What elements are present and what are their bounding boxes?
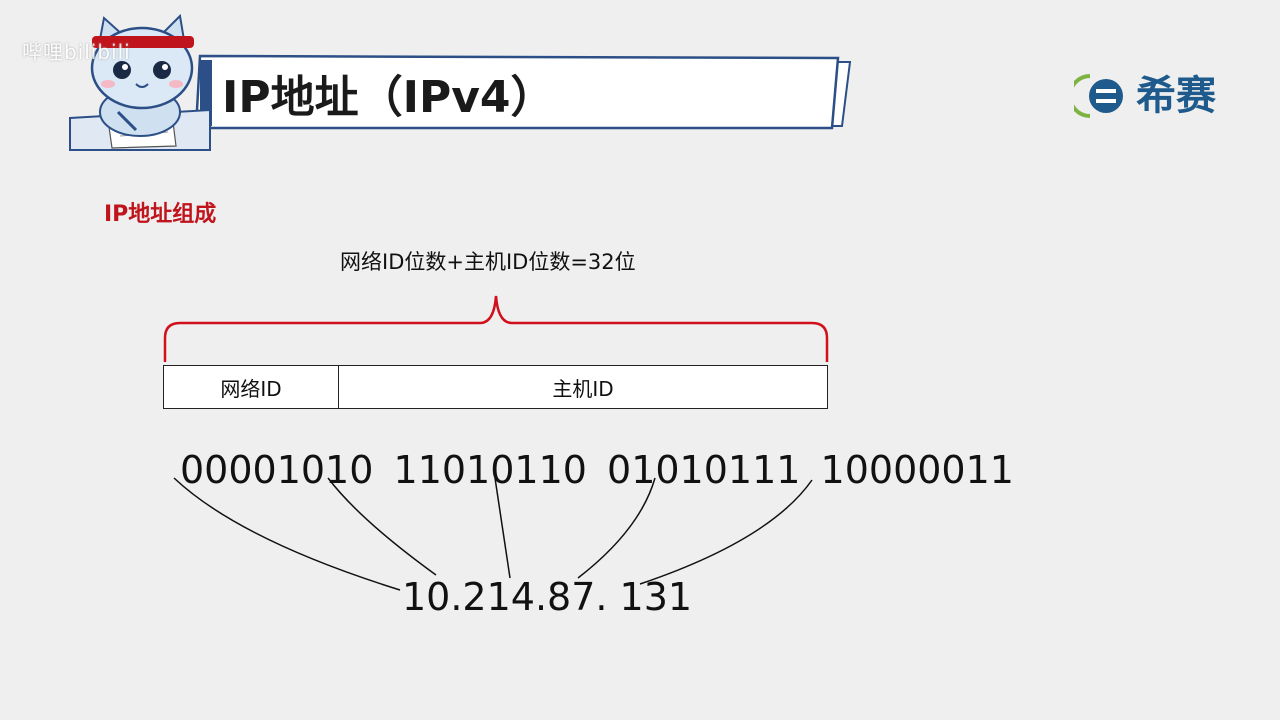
connector-3 [494,477,511,579]
binary-octet: 00001010 [180,448,374,492]
binary-octet: 01010111 [607,448,801,492]
connector-5 [639,479,813,585]
logo-text: 希赛 [1136,73,1216,119]
section-heading: IP地址组成 [104,202,217,227]
connector-2 [327,477,437,576]
watermark: 哔哩bilibili [22,40,131,64]
curly-brace [163,295,829,362]
xisai-logo-icon [1074,74,1123,118]
binary-octet: 11010110 [393,448,587,492]
host-id-cell: 主机ID [552,376,614,401]
binary-address: 00001010 11010110 01010111 10000011 [180,448,1022,492]
network-id-cell: 网络ID [164,366,339,408]
connector-1 [173,477,401,591]
ip-structure-table: 网络ID 主机ID [163,365,828,409]
page-title: IP地址（IPv4） [222,72,555,123]
decimal-address: 10.214.87. 131 [402,575,693,619]
cat-mascot-icon [90,13,194,137]
connector-4 [577,477,656,579]
bit-formula: 网络ID位数+主机ID位数=32位 [340,250,636,274]
binary-octet: 10000011 [820,448,1014,492]
